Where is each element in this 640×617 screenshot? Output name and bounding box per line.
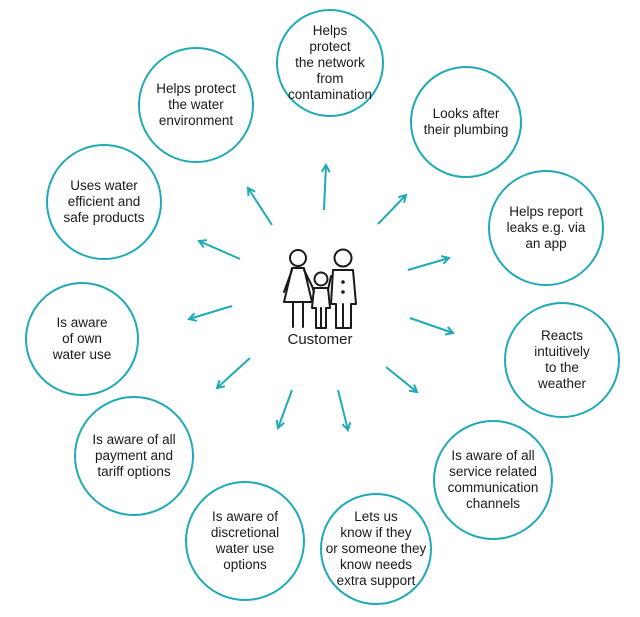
bubble-label-line: know needs: [339, 557, 413, 572]
bubble-label-line: Helps: [312, 23, 348, 38]
arrow: [278, 389, 293, 428]
center-label-customer: Customer: [287, 331, 353, 348]
bubble-label-line: environment: [158, 113, 234, 128]
arrow: [407, 258, 449, 271]
bubble-label-line: discretional: [210, 525, 280, 540]
arrow: [248, 188, 273, 226]
arrow: [377, 195, 406, 225]
arrow: [189, 305, 233, 319]
bubble-label-line: efficient and: [67, 194, 141, 209]
bubble-label-line: Looks after: [432, 106, 500, 121]
bubble-label-line: Is aware of: [211, 509, 278, 524]
arrow: [199, 241, 241, 260]
arrow: [409, 317, 453, 333]
arrow: [324, 165, 326, 211]
bubble-label-line: Lets us: [354, 509, 398, 524]
bubble-label-line: intuitively: [534, 344, 590, 359]
bubble-label-line: payment and: [94, 448, 174, 463]
arrow: [337, 389, 348, 430]
bubble-label-line: water use: [52, 347, 112, 362]
bubble-label-line: service related: [449, 464, 537, 479]
bubble-label-line: water use: [215, 541, 275, 556]
bubble-label-line: Uses water: [70, 178, 138, 193]
bubble-label-line: protect: [309, 39, 351, 54]
bubble-label-line: leaks e.g. via: [506, 220, 586, 235]
bubble-label-line: communication: [447, 480, 539, 495]
bubble-label-line: an app: [525, 236, 567, 251]
bubble-label-line: of own: [62, 331, 102, 346]
bubble-label-line: the network: [295, 55, 365, 70]
bubble-label-line: Is aware of all: [451, 448, 535, 463]
bubble-label-line: the water: [168, 97, 224, 112]
bubble-label-line: Reacts: [540, 328, 584, 343]
bubble-label-line: Is aware: [56, 315, 108, 330]
bubble-label-line: Helps protect: [156, 81, 236, 96]
bubble-label-line: options: [223, 557, 267, 572]
bubble-label-line: to the: [545, 360, 579, 375]
arrow: [217, 357, 251, 388]
arrow: [385, 366, 417, 392]
bubble-label-line: or someone they: [325, 541, 427, 556]
bubble-label-line: know if they: [340, 525, 412, 540]
bubble-label-line: Is aware of all: [92, 432, 176, 447]
bubble-label-line: safe products: [63, 210, 145, 225]
bubble-label-line: Helps report: [509, 204, 583, 219]
bubble-label-line: tariff options: [97, 464, 171, 479]
bubble-label-line: channels: [465, 496, 521, 511]
bubble-label-line: extra support: [336, 573, 416, 588]
bubble-label-line: contamination: [287, 87, 373, 102]
bubble-label-line: from: [316, 71, 344, 86]
bubble-label-line: weather: [537, 376, 587, 391]
bubble-label-line: their plumbing: [423, 122, 509, 137]
